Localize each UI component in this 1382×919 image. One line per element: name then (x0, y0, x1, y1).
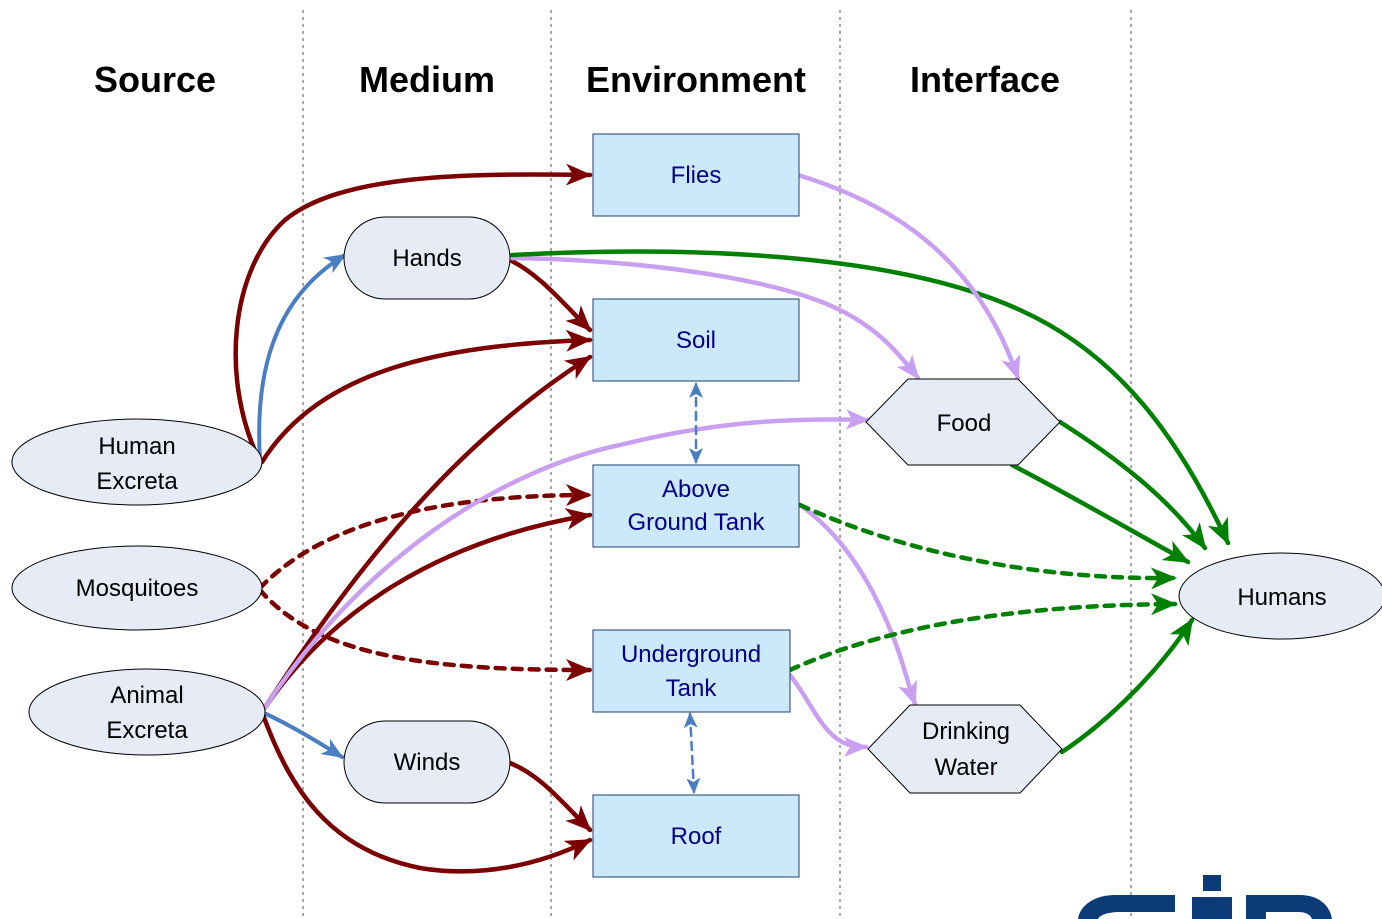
node-label: Tank (666, 675, 718, 702)
node-underground-tank: Underground Tank (592, 629, 791, 713)
node-label: Human (98, 433, 175, 460)
node-drinking-water: Drinking Water (867, 704, 1063, 794)
edge-drinking-water-to-humans (1059, 617, 1195, 755)
edge-underground-tank-roof-link (683, 712, 701, 794)
edge-mosquitoes-to-underground-tank (257, 587, 593, 681)
edge-human-excreta-to-hands (257, 253, 347, 462)
node-label: Excreta (106, 717, 188, 744)
node-label: Water (934, 754, 997, 781)
edge-winds-to-roof (507, 760, 593, 833)
edge-animal-excreta-to-soil (259, 354, 593, 715)
edge-animal-excreta-to-above-ground-tank (259, 508, 593, 715)
edge-animal-excreta-to-roof (259, 709, 593, 874)
edges (233, 163, 1231, 874)
node-mosquitoes: Mosquitoes (11, 545, 263, 631)
node-label: Animal (110, 682, 183, 709)
node-label: Ground Tank (628, 509, 766, 536)
node-label: Above (662, 476, 730, 503)
header-source: Source (94, 59, 216, 100)
node-above-ground-tank: Above Ground Tank (592, 464, 800, 548)
edge-animal-excreta-to-winds (260, 710, 344, 759)
edge-underground-tank-to-drinking-water (787, 672, 869, 757)
edge-hands-to-food (507, 255, 921, 381)
node-food: Food (865, 378, 1061, 466)
node-label: Food (937, 410, 992, 437)
node-humans: Humans (1178, 552, 1382, 640)
header-medium: Medium (359, 59, 495, 100)
edge-mosquitoes-to-above-ground-tank (257, 484, 593, 591)
node-human-excreta: Human Excreta (11, 418, 263, 506)
node-animal-excreta: Animal Excreta (28, 668, 266, 756)
node-hands: Hands (343, 216, 511, 300)
edge-flies-to-food (795, 172, 1021, 381)
node-label: Soil (676, 327, 716, 354)
edge-above-ground-tank-to-drinking-water (797, 502, 918, 707)
edge-human-excreta-to-soil (259, 329, 593, 465)
edge-hands-to-soil (507, 257, 593, 333)
node-label: Underground (621, 641, 761, 668)
edge-human-excreta-to-flies (233, 163, 593, 465)
node-soil: Soil (592, 298, 800, 382)
edge-animal-excreta-to-food (259, 409, 871, 715)
node-label: Excreta (96, 468, 178, 495)
node-winds: Winds (343, 720, 511, 804)
node-roof: Roof (592, 794, 800, 878)
edge-above-ground-tank-to-humans (797, 502, 1178, 590)
node-label: Drinking (922, 718, 1010, 745)
node-label: Humans (1237, 584, 1326, 611)
node-label: Roof (671, 823, 722, 850)
node-label: Winds (394, 749, 461, 776)
node-flies: Flies (592, 133, 800, 217)
edge-food-to-humans (1009, 462, 1191, 565)
node-label: Flies (671, 162, 722, 189)
header-interface: Interface (910, 59, 1060, 100)
logo (1078, 875, 1332, 919)
header-environment: Environment (586, 59, 806, 100)
edge-hands-to-humans (509, 249, 1231, 546)
edge-food-to-humans (1057, 419, 1208, 551)
node-label: Mosquitoes (76, 575, 199, 602)
node-label: Hands (392, 245, 461, 272)
edge-underground-tank-to-humans (787, 593, 1178, 673)
